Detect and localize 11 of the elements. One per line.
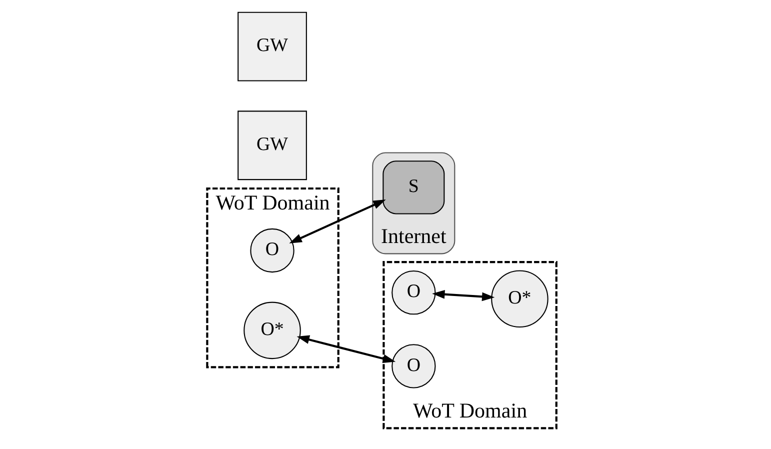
node-circle: O* (490, 270, 548, 328)
arrow (288, 200, 386, 244)
node-circle: O (391, 270, 436, 315)
arrow (432, 290, 494, 302)
node-circle: O* (243, 302, 300, 360)
node-box: GW (237, 12, 306, 82)
node-circle: O (391, 344, 436, 388)
arrow (296, 335, 396, 363)
node-circle: O (250, 228, 294, 273)
node-box: S (382, 160, 444, 214)
node-box: GW (237, 110, 306, 180)
